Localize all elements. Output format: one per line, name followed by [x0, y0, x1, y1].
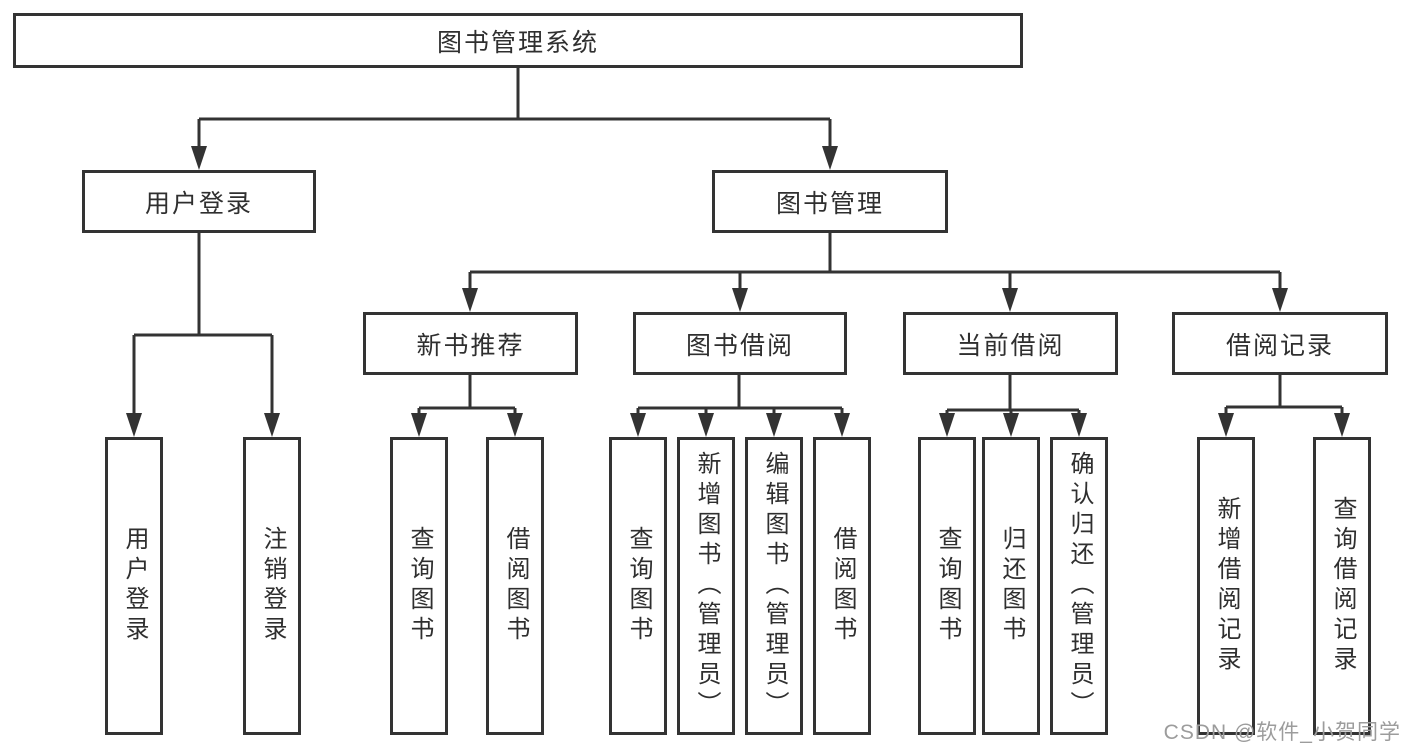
arrowhead-icon [462, 288, 478, 312]
leaf-query-books-current: 查询图书 [918, 437, 976, 735]
leaf-confirm-return-admin: 确认归还（管理员） [1050, 437, 1108, 735]
arrowhead-icon [698, 413, 714, 437]
leaf-label: 新增图书（管理员） [693, 451, 720, 721]
arrowhead-icon [1003, 413, 1019, 437]
leaf-return-books: 归还图书 [982, 437, 1040, 735]
arrowhead-icon [1272, 288, 1288, 312]
leaf-user-login: 用户登录 [105, 437, 163, 735]
leaf-label: 借阅图书 [829, 526, 856, 646]
leaf-label: 注销登录 [259, 526, 286, 646]
arrowhead-icon [939, 413, 955, 437]
arrowhead-icon [411, 413, 427, 437]
arrowhead-icon [1002, 288, 1018, 312]
edge-borrowing-records-to-leaves [1224, 375, 1344, 415]
csdn-watermark: CSDN @软件_小贺同学 [1163, 721, 1401, 744]
node-user-login: 用户登录 [82, 170, 316, 233]
leaf-query-borrow-record: 查询借阅记录 [1313, 437, 1371, 735]
leaf-query-books-recommend: 查询图书 [390, 437, 448, 735]
arrowhead-icon [1218, 413, 1234, 437]
edge-book-management-to-level3 [468, 233, 1282, 290]
arrowhead-icon [822, 146, 838, 170]
arrowhead-icon [630, 413, 646, 437]
edge-root-to-level2 [197, 68, 832, 148]
edge-book-borrowing-to-leaves [636, 375, 844, 415]
arrowhead-icon [1334, 413, 1350, 437]
leaf-add-borrow-record: 新增借阅记录 [1197, 437, 1255, 735]
arrowhead-icon [766, 413, 782, 437]
arrowhead-icon [1071, 413, 1087, 437]
node-current-borrowing: 当前借阅 [903, 312, 1118, 375]
leaf-label: 用户登录 [121, 526, 148, 646]
leaf-label: 查询图书 [934, 526, 961, 646]
arrowhead-icon [264, 413, 280, 437]
leaf-add-book-admin: 新增图书（管理员） [677, 437, 735, 735]
leaf-borrow-books-recommend: 借阅图书 [486, 437, 544, 735]
leaf-label: 查询图书 [406, 526, 433, 646]
arrowhead-icon [191, 146, 207, 170]
leaf-borrow-books: 借阅图书 [813, 437, 871, 735]
node-library-management-system: 图书管理系统 [13, 13, 1023, 68]
leaf-logout: 注销登录 [243, 437, 301, 735]
leaf-label: 查询图书 [625, 526, 652, 646]
leaf-label: 确认归还（管理员） [1066, 451, 1093, 721]
leaf-label: 借阅图书 [502, 526, 529, 646]
leaf-edit-book-admin: 编辑图书（管理员） [745, 437, 803, 735]
leaf-label: 新增借阅记录 [1213, 496, 1240, 676]
arrowheads [126, 146, 1350, 437]
arrowhead-icon [732, 288, 748, 312]
node-new-book-recommendation: 新书推荐 [363, 312, 578, 375]
leaf-label: 查询借阅记录 [1329, 496, 1356, 676]
edge-current-borrowing-to-leaves [945, 375, 1081, 415]
connector-segments [132, 68, 1344, 415]
arrowhead-icon [507, 413, 523, 437]
arrowhead-icon [834, 413, 850, 437]
arrowhead-icon [126, 413, 142, 437]
node-book-borrowing: 图书借阅 [633, 312, 847, 375]
edge-new-book-recommendation-to-leaves [417, 375, 517, 415]
node-borrowing-records: 借阅记录 [1172, 312, 1388, 375]
leaf-label: 归还图书 [998, 526, 1025, 646]
leaf-label: 编辑图书（管理员） [761, 451, 788, 721]
leaf-query-books-borrow: 查询图书 [609, 437, 667, 735]
edge-user-login-to-leaves [132, 233, 274, 415]
node-book-management: 图书管理 [712, 170, 948, 233]
